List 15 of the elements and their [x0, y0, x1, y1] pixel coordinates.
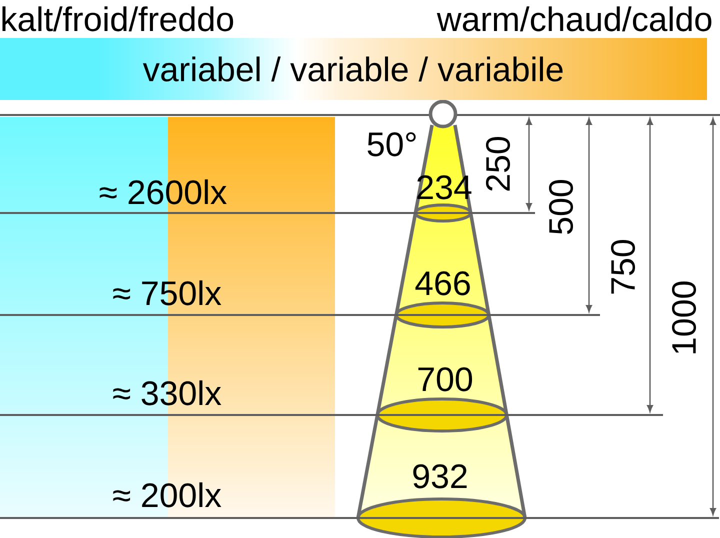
- diameter-label: 932: [413, 464, 467, 488]
- scale-end-label: kalt/froid/freddo: [2, 6, 234, 32]
- illuminance-label: ≈ 750lx: [113, 280, 222, 306]
- distance-label: 250: [486, 136, 510, 191]
- diameter-label: 700: [418, 367, 472, 392]
- distance-label: 1000: [672, 282, 696, 354]
- illuminance-label: ≈ 200lx: [113, 482, 222, 508]
- illuminance-label: ≈ 330lx: [113, 380, 222, 406]
- angle-label: 50°: [368, 132, 416, 156]
- scale-end-label: warm/chaud/caldo: [436, 6, 712, 32]
- distance-label: 750: [610, 240, 636, 294]
- node-label: variabel / variable / variabile: [142, 56, 563, 82]
- gradient-band: variabel / variable / variabile: [0, 38, 707, 100]
- distance-label: 500: [548, 180, 574, 234]
- diameter-label: 466: [415, 271, 470, 296]
